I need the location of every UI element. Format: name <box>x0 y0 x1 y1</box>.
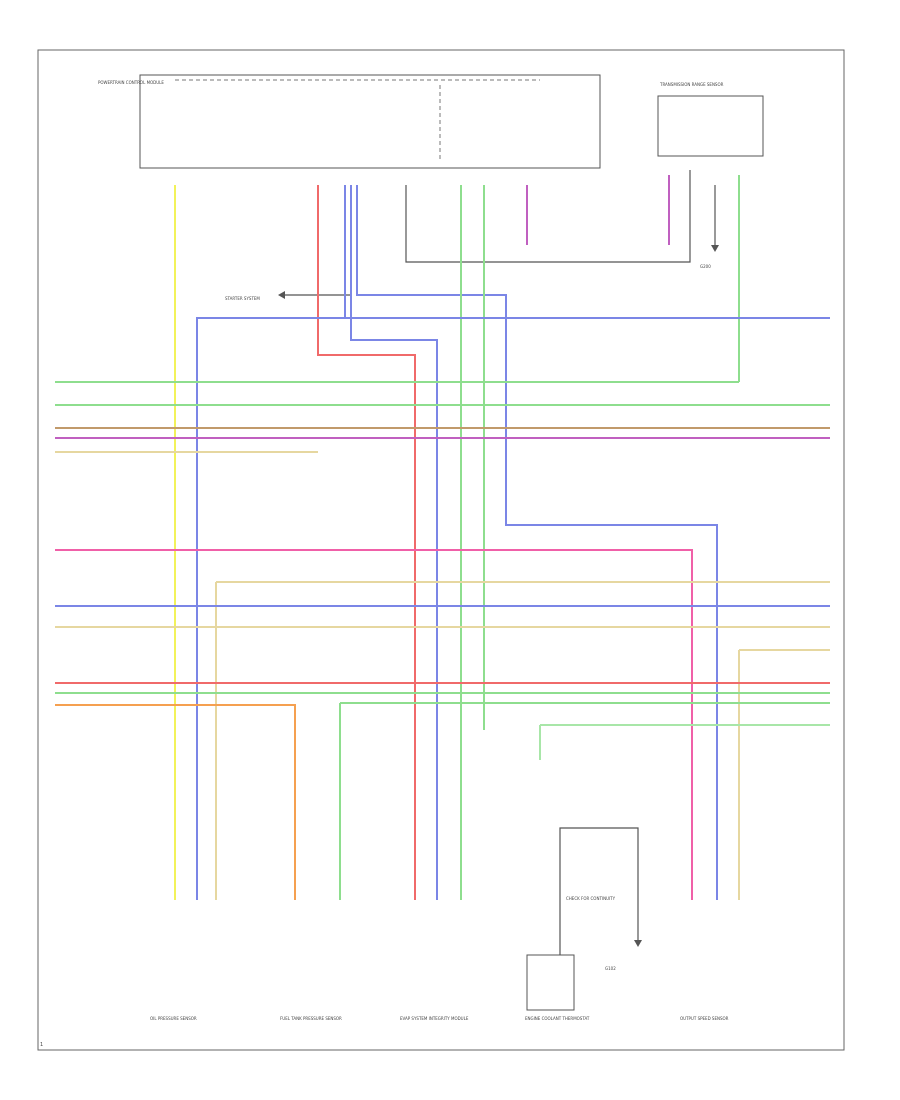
wire-blue-1 <box>196 185 346 900</box>
right-module-box <box>657 95 764 157</box>
pcm-box <box>139 74 601 169</box>
wire-pcm-to-right <box>405 170 691 263</box>
oil-pressure-label: OIL PRESSURE SENSOR <box>150 1016 197 1021</box>
starter-label: STARTER SYSTEM <box>225 296 260 301</box>
fuel-tank-label: FUEL TANK PRESSURE SENSOR <box>280 1016 342 1021</box>
wire-blue-3 <box>356 185 718 900</box>
right-module-title: TRANSMISSION RANGE SENSOR <box>659 82 724 87</box>
page-number: 1 <box>40 1042 43 1048</box>
wire-pink-h <box>55 549 693 900</box>
coolant-ground-arrow <box>634 940 642 947</box>
diagram-frame <box>37 49 845 1051</box>
splice-note: CHECK FOR CONTINUITY <box>566 896 616 901</box>
starter-arrow <box>278 291 285 299</box>
wire-blue-2 <box>350 185 438 900</box>
coolant-ground-wire <box>559 827 639 955</box>
wire-orange-h <box>55 704 296 900</box>
coolant-label: ENGINE COOLANT THERMOSTAT <box>525 1016 590 1021</box>
lower-ground-label: G102 <box>605 966 616 971</box>
output-speed-label: OUTPUT SPEED SENSOR <box>680 1016 729 1021</box>
pcm-title: POWERTRAIN CONTROL MODULE <box>98 80 164 85</box>
ground-label: G200 <box>700 264 711 269</box>
wire-group <box>55 175 830 900</box>
evap-label: EVAP SYSTEM INTEGRITY MODULE <box>400 1016 469 1021</box>
engine-coolant-box <box>526 954 575 1011</box>
wire-red-pcm <box>317 185 416 900</box>
ground-arrow <box>711 245 719 252</box>
